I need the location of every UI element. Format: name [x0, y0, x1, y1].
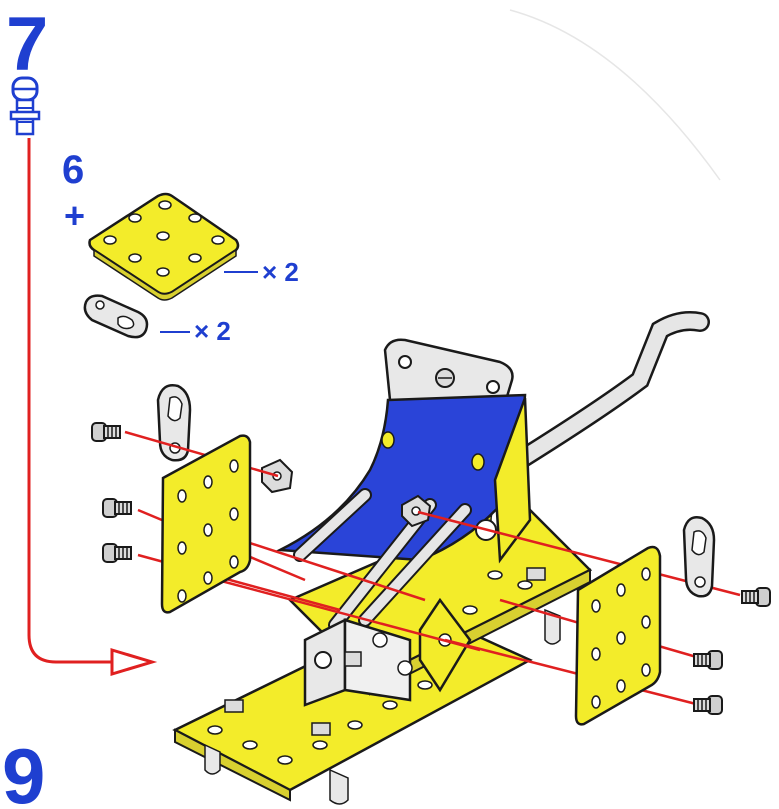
bolt-icon	[9, 76, 41, 136]
bolt-icon	[693, 695, 723, 715]
bolt-icon	[102, 498, 132, 518]
right-double-bracket	[682, 516, 716, 598]
steering-rod	[510, 311, 710, 470]
bolt-icon	[741, 587, 771, 607]
background-sketch-line	[509, 9, 721, 181]
flat-plate-icon	[88, 192, 240, 301]
plus-sign: +	[64, 195, 85, 236]
left-flat-plate	[160, 434, 252, 614]
front-block	[303, 597, 472, 707]
flat-plate-qty: × 2	[262, 257, 299, 287]
double-bracket-qty: × 2	[194, 316, 231, 346]
bolt-icon	[102, 543, 132, 563]
double-bracket-icon	[83, 294, 149, 339]
right-flat-plate	[574, 545, 662, 726]
guide-arrow	[27, 138, 158, 677]
left-double-bracket	[156, 384, 192, 462]
bolt-count: 6	[62, 148, 84, 192]
bolt-icon	[693, 650, 723, 670]
step-number-next: 9	[2, 732, 45, 809]
bolt-icon	[91, 422, 121, 442]
step-number-current: 7	[6, 2, 48, 87]
